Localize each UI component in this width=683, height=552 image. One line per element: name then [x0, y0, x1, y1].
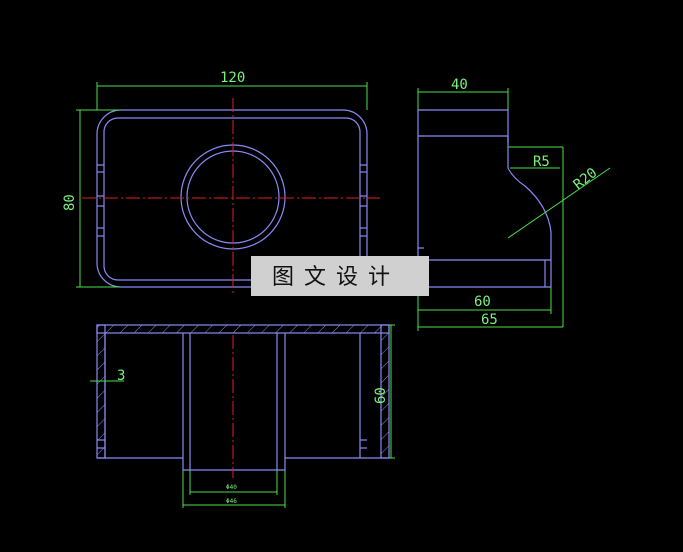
watermark-text: 图文设计 — [272, 265, 400, 290]
top-view-inner-outline — [103, 117, 361, 281]
dimension-front-wall: 3 — [117, 368, 125, 384]
dimension-top-height: 80 — [62, 194, 78, 211]
front-view-dimensions — [90, 324, 395, 508]
top-view-dimensions — [76, 82, 368, 288]
dimension-radius-small: R5 — [533, 154, 550, 170]
dimension-top-width: 120 — [220, 70, 245, 86]
side-view — [417, 109, 552, 288]
watermark-box — [251, 256, 429, 296]
dimension-radius-large: R20 — [571, 165, 601, 193]
front-top-wall-hatch — [96, 324, 390, 334]
dimension-front-height: 60 — [373, 387, 389, 404]
top-view — [96, 109, 368, 288]
dimension-side-width: 40 — [451, 77, 468, 93]
dimension-bore-outer: Φ46 — [226, 498, 237, 505]
top-view-centerlines — [82, 98, 380, 296]
front-section-view — [96, 324, 390, 471]
front-left-wall-hatch — [96, 324, 106, 459]
dimension-side-base-inner: 60 — [474, 294, 491, 310]
top-view-outer-outline — [96, 109, 368, 288]
dimension-bore-inner: Φ40 — [226, 484, 237, 491]
dimension-side-base-outer: 65 — [481, 312, 498, 328]
side-view-dimensions — [417, 88, 611, 331]
